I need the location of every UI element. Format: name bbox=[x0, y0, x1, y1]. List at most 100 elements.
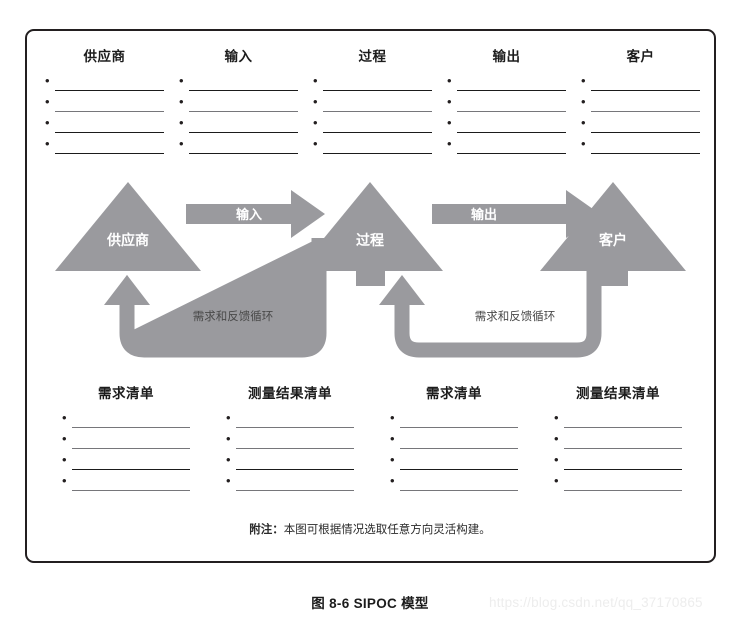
write-in-line[interactable] bbox=[400, 435, 518, 449]
list-item[interactable]: • bbox=[447, 74, 566, 91]
column-block: 供应商 • • • • bbox=[45, 45, 164, 161]
list-item[interactable]: • bbox=[62, 431, 190, 449]
write-in-line[interactable] bbox=[400, 414, 518, 428]
write-in-line[interactable] bbox=[72, 456, 190, 470]
list-item[interactable]: • bbox=[390, 453, 518, 470]
write-in-line[interactable] bbox=[55, 119, 164, 133]
list-item[interactable]: • bbox=[313, 94, 432, 112]
write-in-line[interactable] bbox=[323, 77, 432, 91]
list-item[interactable]: • bbox=[62, 453, 190, 470]
list-item[interactable]: • bbox=[45, 115, 164, 133]
bullet-icon: • bbox=[390, 410, 395, 425]
write-in-line[interactable] bbox=[400, 477, 518, 491]
list-item[interactable]: • bbox=[179, 95, 298, 112]
bullet-icon: • bbox=[313, 115, 318, 130]
list-item[interactable]: • bbox=[179, 74, 298, 91]
write-in-line[interactable] bbox=[72, 435, 190, 449]
output-flow-arrow: 输出 bbox=[432, 190, 600, 238]
list-item[interactable]: • bbox=[554, 474, 682, 491]
list-item[interactable]: • bbox=[554, 453, 682, 470]
write-in-line[interactable] bbox=[457, 140, 566, 154]
list-item[interactable]: • bbox=[554, 432, 682, 449]
bullet-icon: • bbox=[45, 115, 50, 130]
write-in-line[interactable] bbox=[236, 435, 354, 449]
list-item[interactable]: • bbox=[179, 116, 298, 133]
bullet-icon: • bbox=[554, 410, 559, 425]
write-in-line[interactable] bbox=[564, 435, 682, 449]
list-item[interactable]: • bbox=[447, 137, 566, 154]
write-in-line[interactable] bbox=[591, 77, 700, 91]
column-title: 供应商 bbox=[83, 49, 126, 64]
list-item[interactable]: • bbox=[554, 410, 682, 428]
list-item[interactable]: • bbox=[581, 137, 700, 154]
list-item[interactable]: • bbox=[447, 95, 566, 112]
write-in-line[interactable] bbox=[323, 119, 432, 133]
write-in-line[interactable] bbox=[564, 456, 682, 470]
bullet-icon: • bbox=[226, 452, 231, 467]
write-in-line[interactable] bbox=[564, 477, 682, 491]
bullet-icon: • bbox=[313, 94, 318, 109]
write-in-line[interactable] bbox=[189, 98, 298, 112]
write-in-line[interactable] bbox=[55, 77, 164, 91]
write-in-line[interactable] bbox=[72, 414, 190, 428]
write-in-line[interactable] bbox=[457, 77, 566, 91]
footnote-text: 本图可根据情况选取任意方向灵活构建。 bbox=[283, 524, 491, 536]
list-item[interactable]: • bbox=[226, 431, 354, 449]
column-block: 输出 • • • • bbox=[447, 45, 566, 161]
list-item[interactable]: • bbox=[226, 474, 354, 491]
write-in-line[interactable] bbox=[591, 98, 700, 112]
list-item[interactable]: • bbox=[390, 474, 518, 491]
list-item[interactable]: • bbox=[179, 136, 298, 154]
write-in-line[interactable] bbox=[236, 456, 354, 470]
column-title: 客户 bbox=[626, 49, 655, 64]
list-item[interactable]: • bbox=[581, 95, 700, 112]
column-item-list: • • • • bbox=[313, 73, 432, 154]
write-in-line[interactable] bbox=[236, 477, 354, 491]
write-in-line[interactable] bbox=[591, 119, 700, 133]
output-flow-label: 输出 bbox=[471, 207, 497, 222]
list-item[interactable]: • bbox=[390, 432, 518, 449]
list-item[interactable]: • bbox=[62, 411, 190, 428]
list-item[interactable]: • bbox=[447, 116, 566, 133]
bullet-icon: • bbox=[179, 136, 184, 151]
bullet-icon: • bbox=[62, 431, 67, 446]
list-item[interactable]: • bbox=[313, 73, 432, 91]
list-item[interactable]: • bbox=[313, 115, 432, 133]
column-item-list: • • • • bbox=[179, 74, 298, 154]
list-item[interactable]: • bbox=[45, 95, 164, 112]
write-in-line[interactable] bbox=[323, 98, 432, 112]
write-in-line[interactable] bbox=[236, 414, 354, 428]
list-item[interactable]: • bbox=[313, 137, 432, 154]
write-in-line[interactable] bbox=[55, 140, 164, 154]
write-in-line[interactable] bbox=[457, 119, 566, 133]
bullet-icon: • bbox=[313, 73, 318, 88]
column-item-list: • • • • bbox=[554, 410, 682, 491]
column-block: 输入 • • • • bbox=[179, 45, 298, 161]
write-in-line[interactable] bbox=[323, 140, 432, 154]
write-in-line[interactable] bbox=[400, 456, 518, 470]
footnote-label: 附注： bbox=[249, 524, 284, 536]
write-in-line[interactable] bbox=[189, 77, 298, 91]
write-in-line[interactable] bbox=[591, 140, 700, 154]
write-in-line[interactable] bbox=[189, 119, 298, 133]
list-item[interactable]: • bbox=[45, 137, 164, 154]
write-in-line[interactable] bbox=[55, 98, 164, 112]
list-item[interactable]: • bbox=[581, 116, 700, 133]
list-item[interactable]: • bbox=[581, 74, 700, 91]
list-item[interactable]: • bbox=[45, 74, 164, 91]
list-item[interactable]: • bbox=[62, 474, 190, 491]
write-in-line[interactable] bbox=[564, 414, 682, 428]
column-title: 输入 bbox=[224, 49, 253, 64]
column-title: 输出 bbox=[492, 49, 521, 64]
list-item[interactable]: • bbox=[226, 452, 354, 470]
column-item-list: • • • • bbox=[62, 411, 190, 491]
column-block: 客户 • • • • bbox=[581, 45, 700, 161]
column-item-list: • • • • bbox=[390, 410, 518, 491]
write-in-line[interactable] bbox=[72, 477, 190, 491]
write-in-line[interactable] bbox=[189, 140, 298, 154]
list-item[interactable]: • bbox=[226, 411, 354, 428]
bullet-icon: • bbox=[226, 431, 231, 446]
write-in-line[interactable] bbox=[457, 98, 566, 112]
list-item[interactable]: • bbox=[390, 410, 518, 428]
